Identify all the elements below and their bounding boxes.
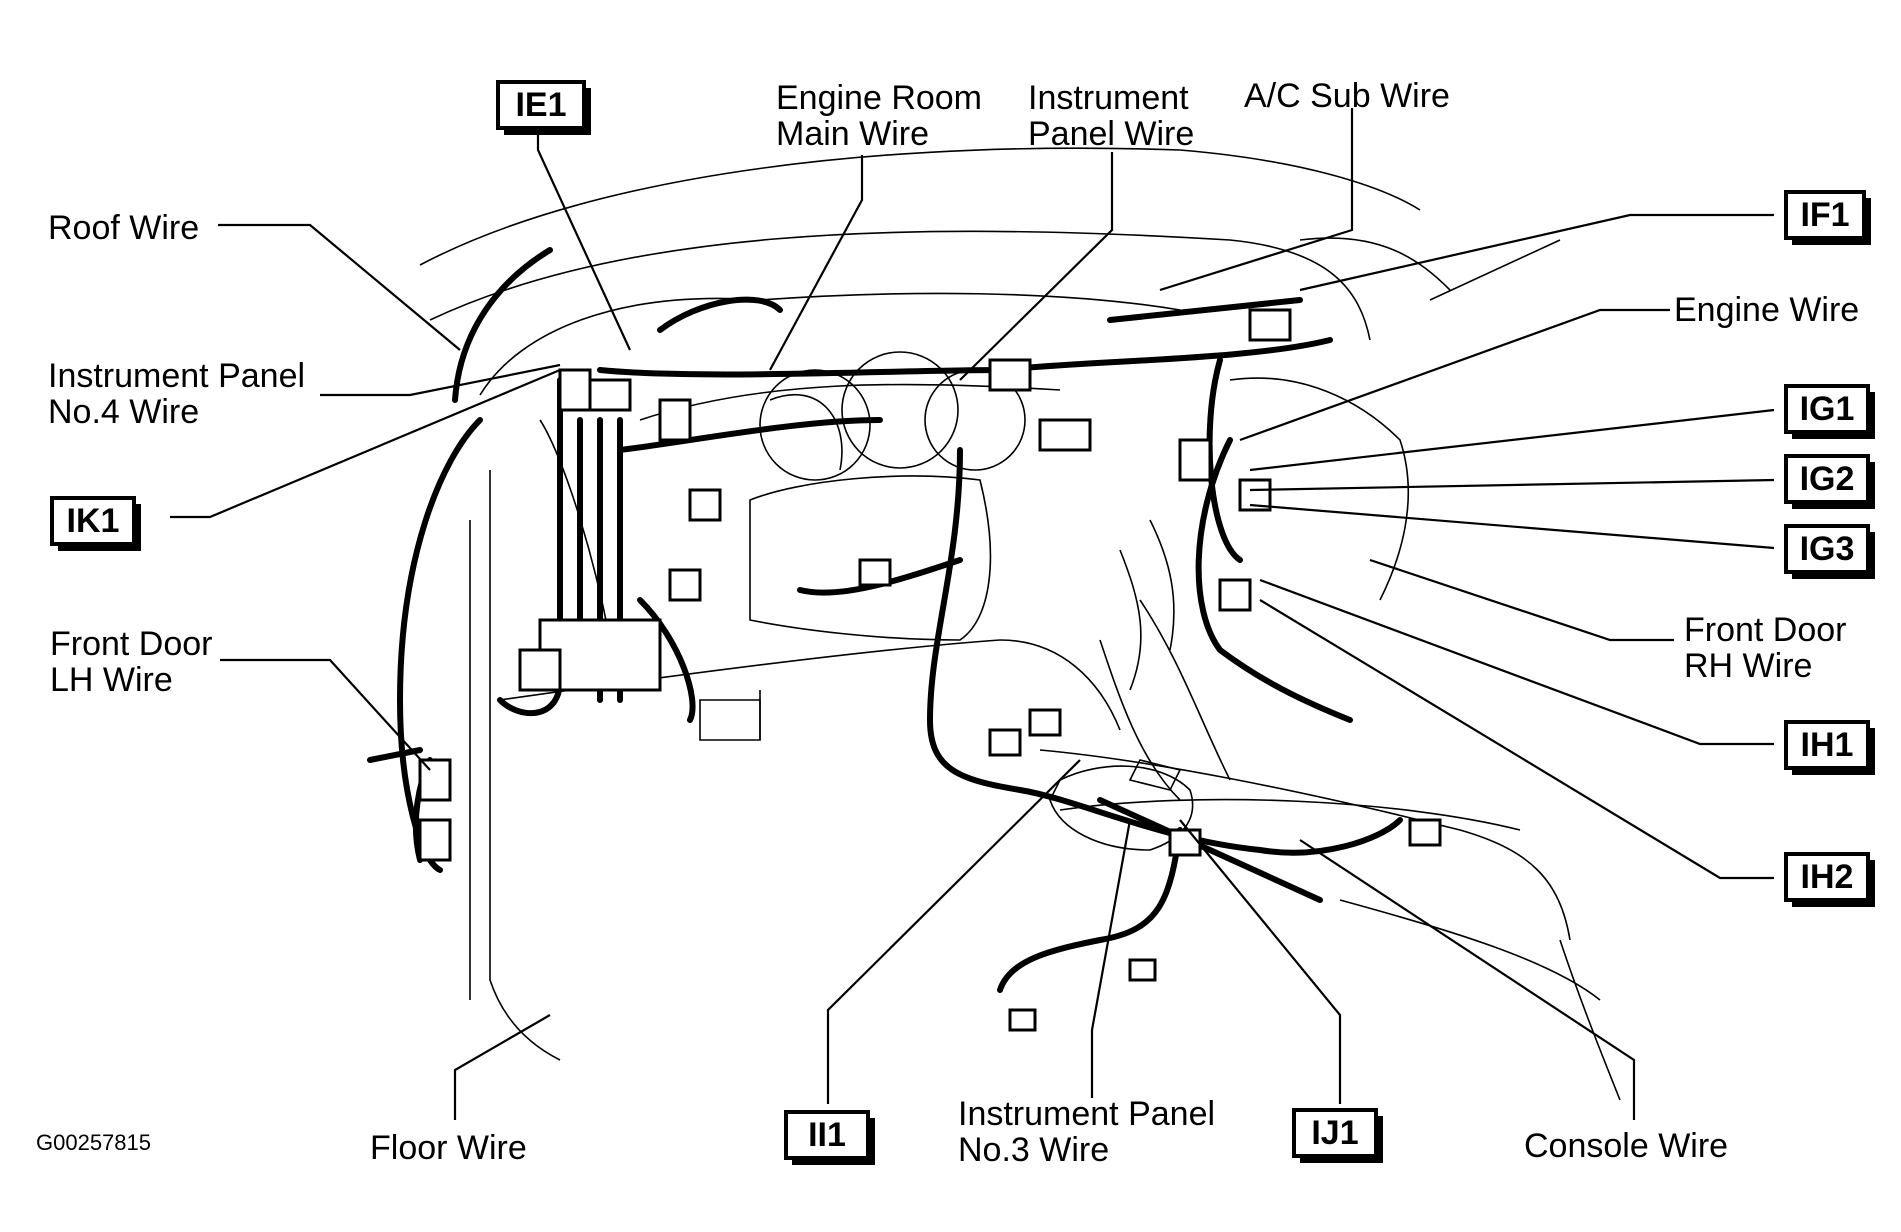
figure-code: G00257815 — [36, 1130, 151, 1155]
connector-ig2-box: IG2 — [1784, 454, 1875, 509]
engine-room-main-label-line1: Engine Room — [776, 79, 983, 117]
console-wire-label: Console Wire — [1524, 1127, 1729, 1165]
wire-harness — [367, 247, 1403, 993]
front-door-rh-label-line1: Front Door — [1684, 611, 1847, 649]
connector-ig3-box: IG3 — [1784, 524, 1875, 579]
connector-blocks — [418, 308, 1442, 1032]
instrument-panel-wire-label-line2: Panel Wire — [1028, 115, 1195, 153]
front-door-lh-label-line2: LH Wire — [50, 661, 173, 699]
instrument-panel-wire-label-line1: Instrument — [1028, 79, 1189, 117]
connector-if1-box: IF1 — [1784, 190, 1871, 245]
instrument-panel-no4-label-line2: No.4 Wire — [48, 393, 200, 431]
dashboard-outline — [419, 147, 1621, 1101]
ac-sub-wire-label: A/C Sub Wire — [1244, 77, 1450, 115]
connector-ih2-box: IH2 — [1784, 852, 1875, 907]
front-door-lh-label-line1: Front Door — [50, 625, 213, 663]
instrument-panel-no4-label-line1: Instrument Panel — [48, 357, 306, 395]
leader-lines — [170, 108, 1775, 1120]
floor-wire-label: Floor Wire — [370, 1129, 527, 1167]
engine-wire-label: Engine Wire — [1674, 291, 1860, 329]
connector-ih1-box: IH1 — [1784, 720, 1875, 775]
connector-ie1-box: IE1 — [496, 80, 591, 135]
connector-ij1-box: IJ1 — [1292, 1108, 1383, 1163]
instrument-panel-no3-label-line1: Instrument Panel — [958, 1095, 1216, 1133]
connector-ik1-box: IK1 — [50, 496, 141, 551]
front-door-rh-label-line2: RH Wire — [1684, 647, 1813, 685]
connector-ig1-box: IG1 — [1784, 384, 1875, 439]
connector-ii1-box: II1 — [784, 1110, 875, 1165]
instrument-panel-no3-label-line2: No.3 Wire — [958, 1131, 1110, 1169]
roof-wire-label: Roof Wire — [48, 209, 200, 247]
engine-room-main-label-line2: Main Wire — [776, 115, 930, 153]
